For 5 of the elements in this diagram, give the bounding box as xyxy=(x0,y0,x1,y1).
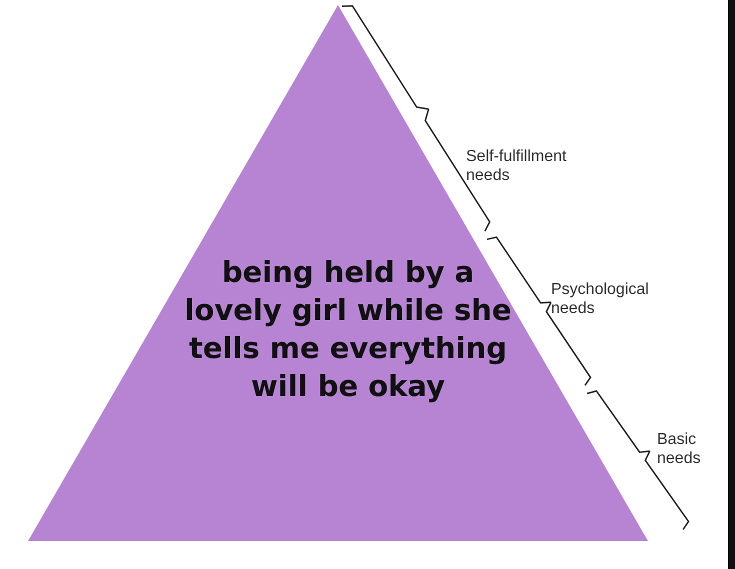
pyramid-text: being held by a lovely girl while she tells me everything will be okay xyxy=(183,254,513,405)
pyramid xyxy=(28,5,648,541)
bracket-label: Basic needs xyxy=(657,430,702,468)
bracket-label: Psychological needs xyxy=(551,280,650,318)
bracket-label: Self-fulfillment needs xyxy=(466,147,568,185)
